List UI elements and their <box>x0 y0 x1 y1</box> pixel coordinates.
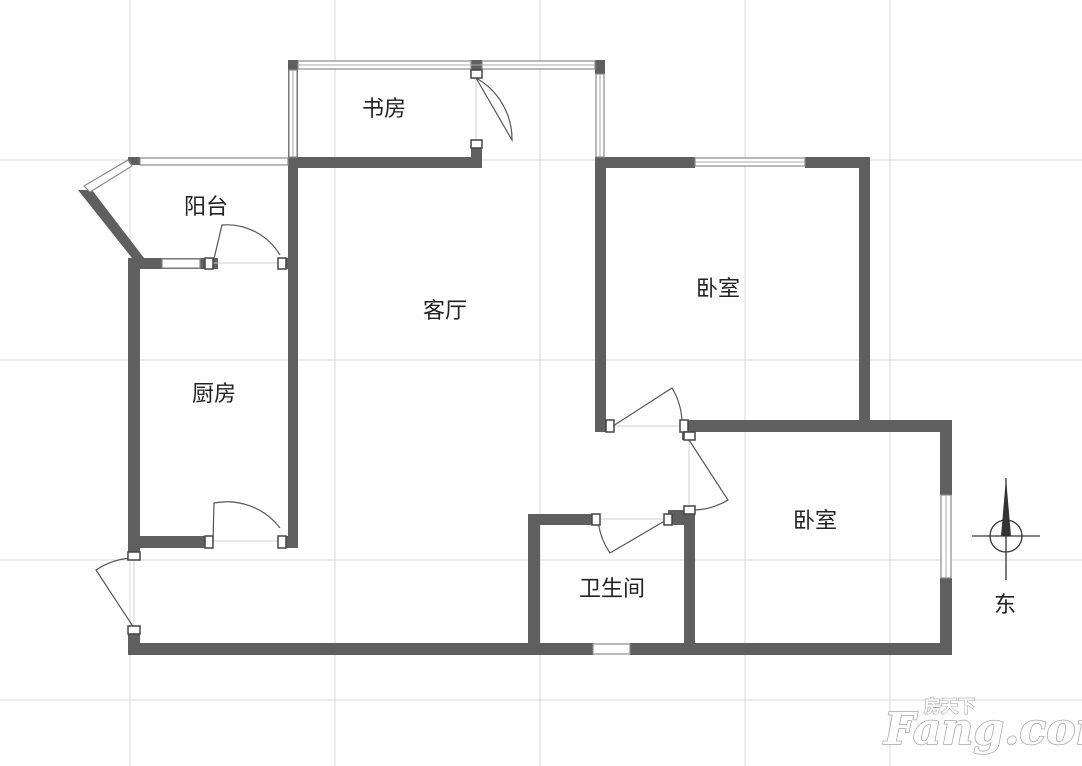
watermark-tagline: 房天下 <box>924 696 975 717</box>
balcony-inner-window <box>161 258 201 269</box>
kitchen-door[interactable] <box>204 501 287 549</box>
compass-icon <box>972 478 1040 580</box>
watermark-brand: Fang.com <box>882 704 1082 755</box>
bathroom-door[interactable] <box>591 513 673 554</box>
room-label-kitchen: 厨房 <box>192 382 236 407</box>
bedroom-2-door[interactable] <box>683 431 729 515</box>
windows <box>83 60 952 655</box>
room-label-balcony: 阳台 <box>184 195 228 220</box>
study-door[interactable] <box>470 69 513 149</box>
balcony-north-window <box>139 157 289 166</box>
entrance-door[interactable] <box>95 551 141 635</box>
room-label-bathroom: 卫生间 <box>579 577 645 602</box>
bathroom-window <box>592 643 631 655</box>
walls <box>78 60 952 655</box>
bedroom-1-door[interactable] <box>605 387 689 433</box>
room-label-living-room: 客厅 <box>423 299 467 324</box>
compass-direction-label: 东 <box>994 593 1016 618</box>
balcony-door[interactable] <box>204 224 287 270</box>
fang-watermark-logo: 房天下 Fang.com <box>881 695 1082 755</box>
room-label-bedroom-2: 卧室 <box>793 509 837 534</box>
doors <box>95 69 729 635</box>
room-label-study: 书房 <box>362 97 406 122</box>
room-label-bedroom-1: 卧室 <box>696 277 740 302</box>
balcony-corner-window <box>83 159 133 193</box>
